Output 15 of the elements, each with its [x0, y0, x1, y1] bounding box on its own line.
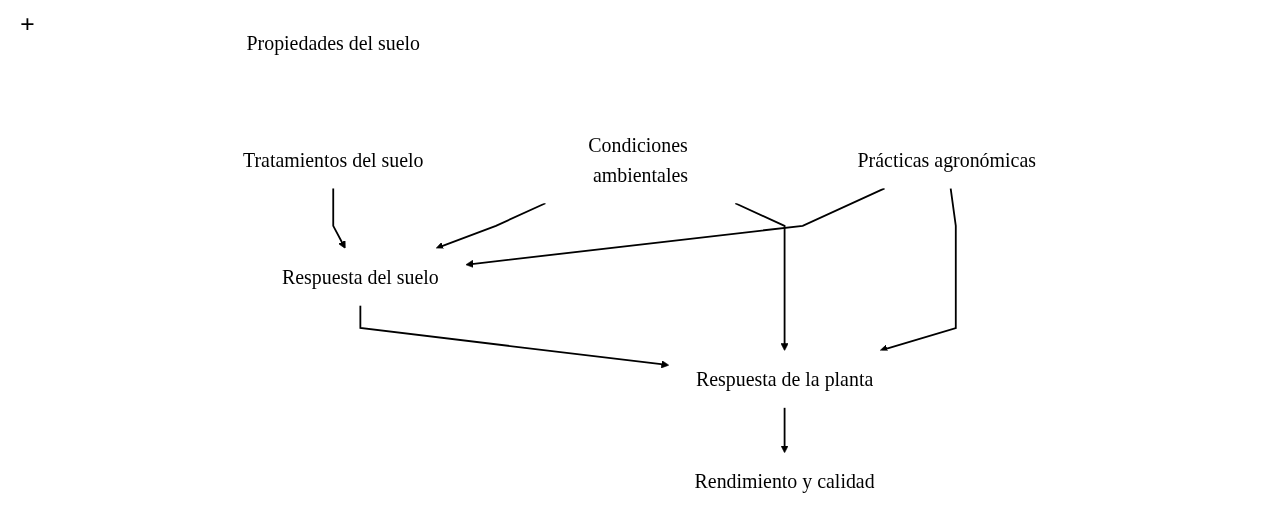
- node-text: Tratamientos del suelo: [242, 148, 424, 171]
- arrow: [435, 201, 546, 250]
- arrow: [780, 406, 789, 453]
- arrow: [733, 201, 789, 351]
- node-text: Condiciones ambientales: [587, 133, 688, 186]
- node-text: Respuesta de la planta: [695, 367, 873, 390]
- arrow: [879, 186, 957, 352]
- arrow: [359, 304, 669, 368]
- arrow: [331, 186, 346, 249]
- node-text: Respuesta del suelo: [281, 265, 439, 288]
- plus-sign: +: [20, 10, 35, 39]
- node-text: Prácticas agronómicas: [857, 148, 1036, 171]
- node-text: Propiedades del suelo: [246, 30, 420, 54]
- arrow: [465, 186, 885, 268]
- node-text: Rendimiento y calidad: [694, 469, 875, 493]
